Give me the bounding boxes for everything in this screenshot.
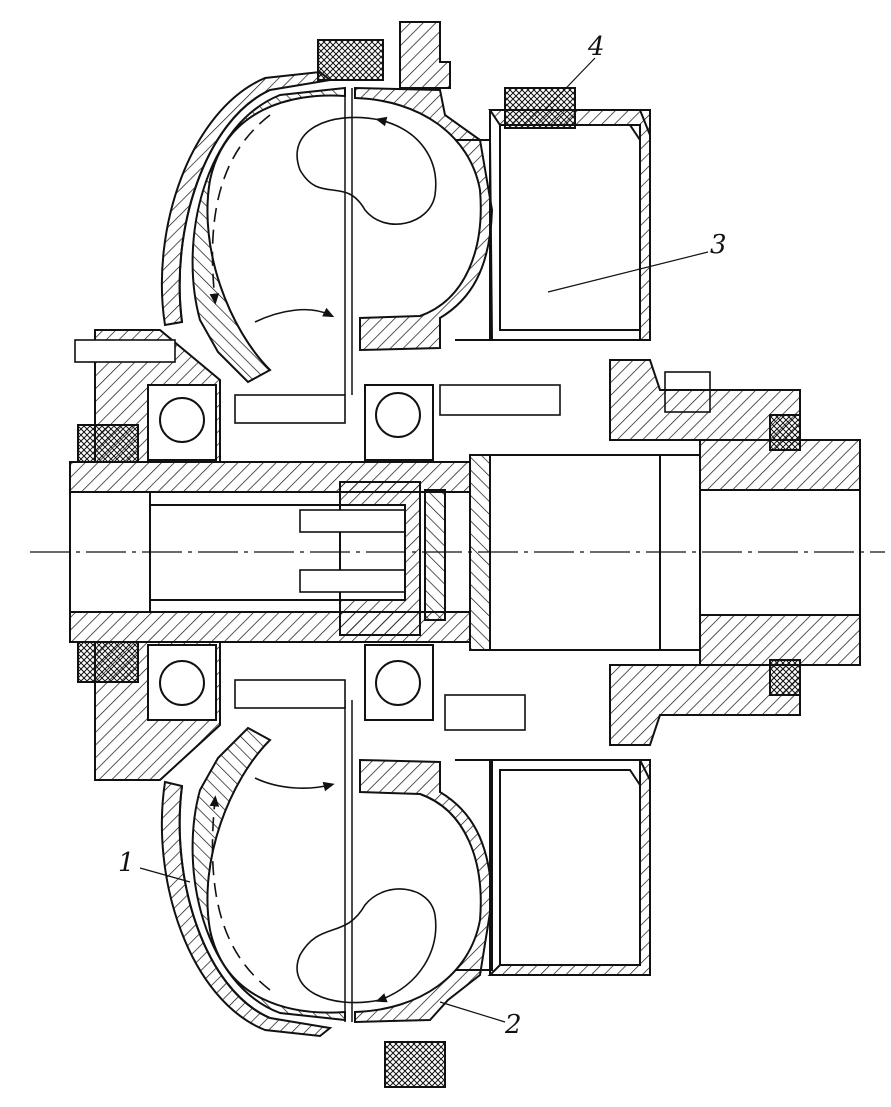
callout-3: 3	[710, 230, 727, 260]
pump-wheel-upper	[191, 86, 346, 384]
pump-wheel-lower	[191, 726, 346, 1022]
right-flange	[609, 359, 801, 746]
top-bracket	[399, 21, 451, 89]
callout-4: 4	[588, 32, 605, 62]
filler-plug	[317, 39, 576, 1088]
callout-2: 2	[505, 1010, 522, 1040]
outer-casing	[160, 70, 333, 1038]
ball-bearings	[147, 384, 434, 721]
blade-plates	[344, 88, 353, 1022]
flow-arrows	[209, 114, 437, 1004]
callout-1: 1	[118, 848, 135, 878]
turbine-wheel-lower	[354, 758, 494, 1024]
output-hub	[469, 439, 861, 666]
centre-flange	[339, 481, 446, 636]
leader-lines	[139, 57, 709, 1023]
housing-part-3	[487, 109, 651, 976]
